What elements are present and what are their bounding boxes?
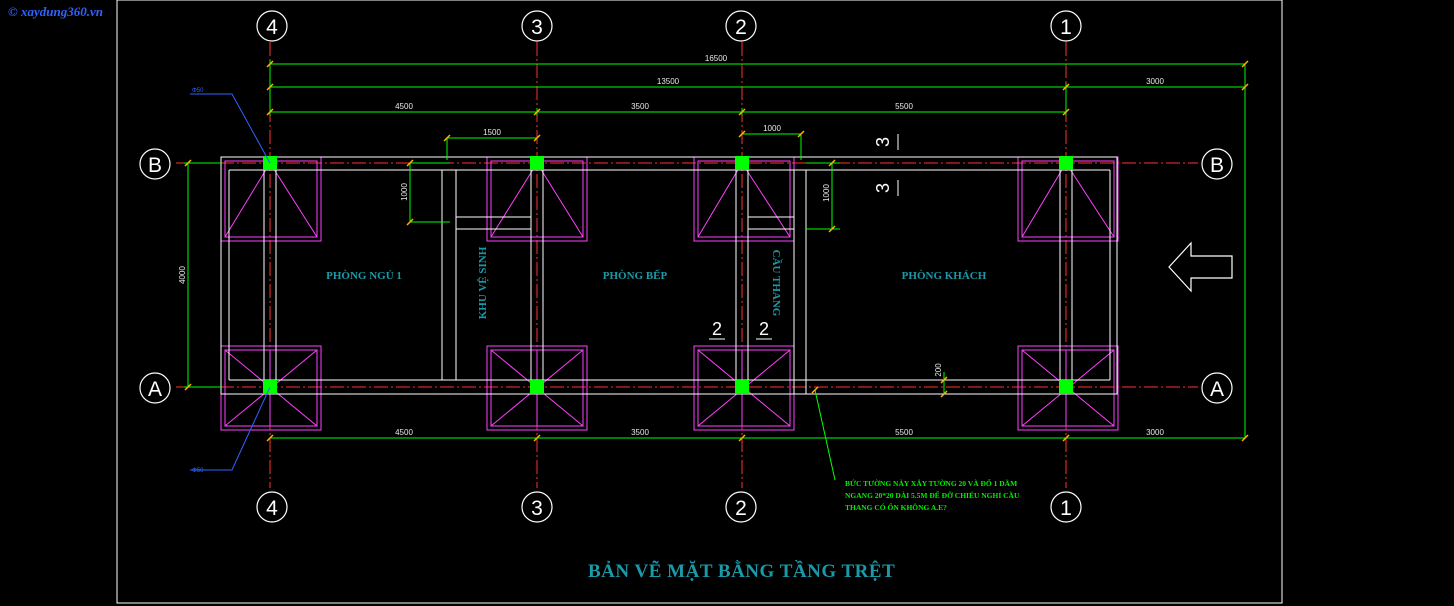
column	[735, 156, 749, 170]
foundations	[220, 156, 1119, 431]
room-wc: KHU VỆ SINH	[476, 246, 489, 319]
axis-bubbles	[139, 10, 1233, 523]
section-mark-3-bottom: 3	[873, 183, 893, 193]
axis-right-a: A	[1210, 378, 1224, 401]
drawing-title: BẢN VẼ MẶT BẰNG TẦNG TRỆT	[588, 561, 896, 582]
section-mark-2-right: 2	[759, 319, 769, 339]
dim-top-small-1: 1500	[483, 128, 501, 137]
dimension-lines	[184, 60, 1246, 481]
dim-extension: 3000	[1146, 77, 1164, 86]
columns	[263, 156, 1073, 394]
axis-left-a: A	[148, 378, 162, 401]
room-bedroom: PHÒNG NGỦ 1	[326, 270, 402, 282]
column	[530, 156, 544, 170]
dim-bottom-span-2: 3500	[631, 428, 649, 437]
axis-bottom-4: 4	[266, 497, 278, 520]
room-kitchen: PHÒNG BẾP	[603, 269, 668, 282]
axis-left-b: B	[148, 154, 162, 177]
dim-span-2: 3500	[631, 102, 649, 111]
callout-leaders	[190, 93, 271, 471]
column	[735, 380, 749, 394]
dim-span-1: 4500	[395, 102, 413, 111]
dim-bottom-span-1: 4500	[395, 428, 413, 437]
grid-lines	[176, 42, 1198, 488]
drawing-frame	[116, 0, 1283, 604]
dim-bottom-extension: 3000	[1146, 428, 1164, 437]
dim-span-3: 5500	[895, 102, 913, 111]
axis-bottom-2: 2	[735, 497, 747, 520]
copyright-icon: ©	[8, 4, 18, 19]
room-living: PHÒNG KHÁCH	[902, 270, 987, 282]
dim-overall: 16500	[705, 54, 728, 63]
dimension-ticks	[184, 60, 1249, 442]
axis-bottom-3: 3	[531, 497, 543, 520]
axis-bottom-1: 1	[1060, 497, 1072, 520]
dim-main: 13500	[657, 77, 680, 86]
section-mark-3-top: 3	[873, 137, 893, 147]
callout-top-left: Φ50	[192, 88, 204, 94]
dim-bottom-span-3: 5500	[895, 428, 913, 437]
axis-top-2: 2	[735, 16, 747, 39]
room-stairs: CẦU THANG	[770, 250, 783, 317]
dim-depth: 4000	[178, 266, 187, 284]
watermark-text: xaydung360.vn	[20, 4, 103, 19]
callout-bottom-left: Φ50	[192, 468, 204, 474]
section-mark-2-left: 2	[712, 319, 722, 339]
column	[1059, 156, 1073, 170]
column	[530, 380, 544, 394]
dim-top-small-2: 1000	[763, 124, 781, 133]
dim-vertical-small-2: 1000	[822, 184, 831, 202]
axis-top-3: 3	[531, 16, 543, 39]
structural-note: BỨC TƯỜNG NÀY XÂY TƯỜNG 20 VÀ ĐỔ 1 DẦM N…	[845, 479, 1020, 512]
axis-top-1: 1	[1060, 16, 1072, 39]
entrance-arrow-icon	[1168, 241, 1233, 293]
axis-right-b: B	[1210, 154, 1224, 177]
walls	[220, 156, 1118, 395]
watermark: © xaydung360.vn	[8, 4, 103, 20]
axis-top-4: 4	[266, 16, 278, 39]
dim-vertical-small-1: 1000	[400, 183, 409, 201]
column	[1059, 380, 1073, 394]
dim-right-small: 200	[934, 363, 943, 377]
